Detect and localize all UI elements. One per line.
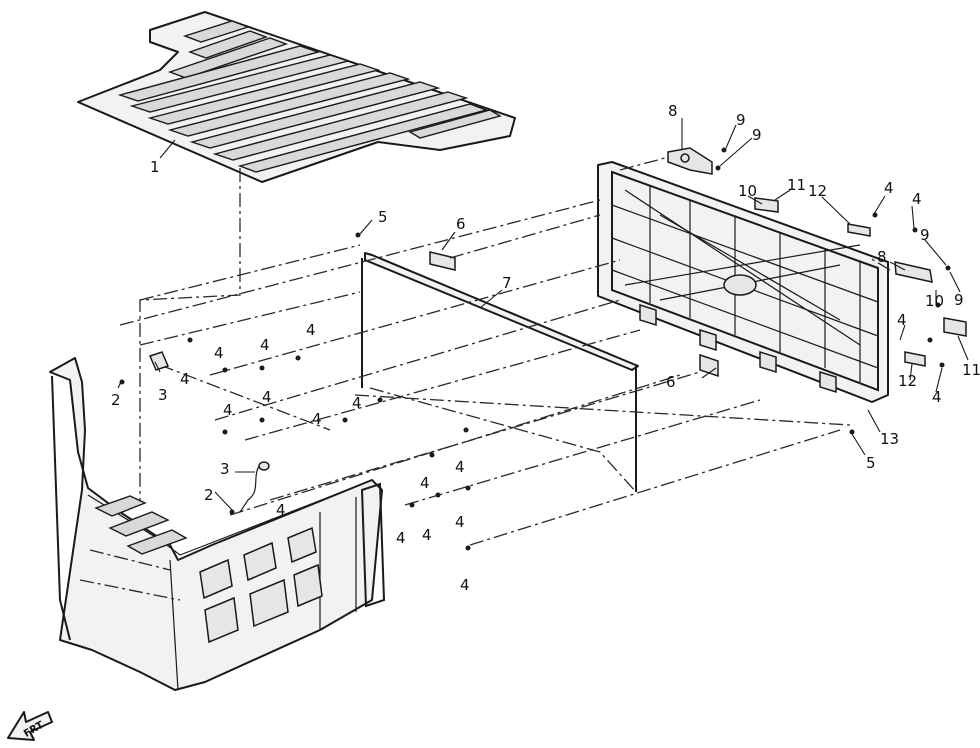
callout-4: 4 <box>276 501 286 519</box>
callout-13: 13 <box>880 430 899 448</box>
callout-9: 9 <box>736 111 746 129</box>
small-plates <box>754 197 967 367</box>
bed-mat <box>77 11 516 183</box>
callout-10: 10 <box>925 292 944 310</box>
callout-9: 9 <box>920 226 930 244</box>
callout-4: 4 <box>422 526 432 544</box>
callout-1: 1 <box>150 158 160 176</box>
front-direction-arrow: FRT <box>7 711 53 741</box>
callout-4: 4 <box>306 321 316 339</box>
callout-3: 3 <box>158 386 168 404</box>
callout-4: 4 <box>460 576 470 594</box>
callout-4: 4 <box>932 388 942 406</box>
callout-8: 8 <box>668 102 678 120</box>
callout-4: 4 <box>214 344 224 362</box>
callout-6: 6 <box>456 215 466 233</box>
callout-12: 12 <box>898 372 917 390</box>
hinge-brackets <box>429 147 933 378</box>
callout-4: 4 <box>223 401 233 419</box>
callout-labels: 1 2 3 2 3 4 4 4 4 4 4 4 4 4 4 4 4 4 4 4 … <box>111 102 980 594</box>
callout-4: 4 <box>352 394 362 412</box>
callout-9: 9 <box>954 291 964 309</box>
callout-4: 4 <box>180 370 190 388</box>
callout-2: 2 <box>111 391 121 409</box>
callout-4: 4 <box>420 474 430 492</box>
callout-4: 4 <box>884 179 894 197</box>
callout-leaders <box>117 118 969 511</box>
callout-4: 4 <box>396 529 406 547</box>
callout-2: 2 <box>204 486 214 504</box>
fasteners <box>119 147 951 551</box>
callout-4: 4 <box>912 190 922 208</box>
callout-4: 4 <box>262 388 272 406</box>
crossbar <box>361 252 639 492</box>
callout-7: 7 <box>502 274 512 292</box>
bed-side-panel <box>49 357 386 691</box>
callout-4: 4 <box>260 336 270 354</box>
callout-12: 12 <box>808 182 827 200</box>
assembly-centerlines <box>79 157 891 601</box>
callout-5: 5 <box>378 208 388 226</box>
callout-10: 10 <box>738 182 757 200</box>
callout-4: 4 <box>455 458 465 476</box>
callout-5: 5 <box>866 454 876 472</box>
callout-11: 11 <box>787 176 806 194</box>
tailgate-frame <box>597 161 889 403</box>
callout-8: 8 <box>877 248 887 266</box>
callout-6: 6 <box>666 373 676 391</box>
callout-3: 3 <box>220 460 230 478</box>
callout-4: 4 <box>312 410 322 428</box>
callout-9: 9 <box>752 126 762 144</box>
callout-4: 4 <box>455 513 465 531</box>
callout-11: 11 <box>962 361 980 379</box>
callout-4: 4 <box>897 311 907 329</box>
